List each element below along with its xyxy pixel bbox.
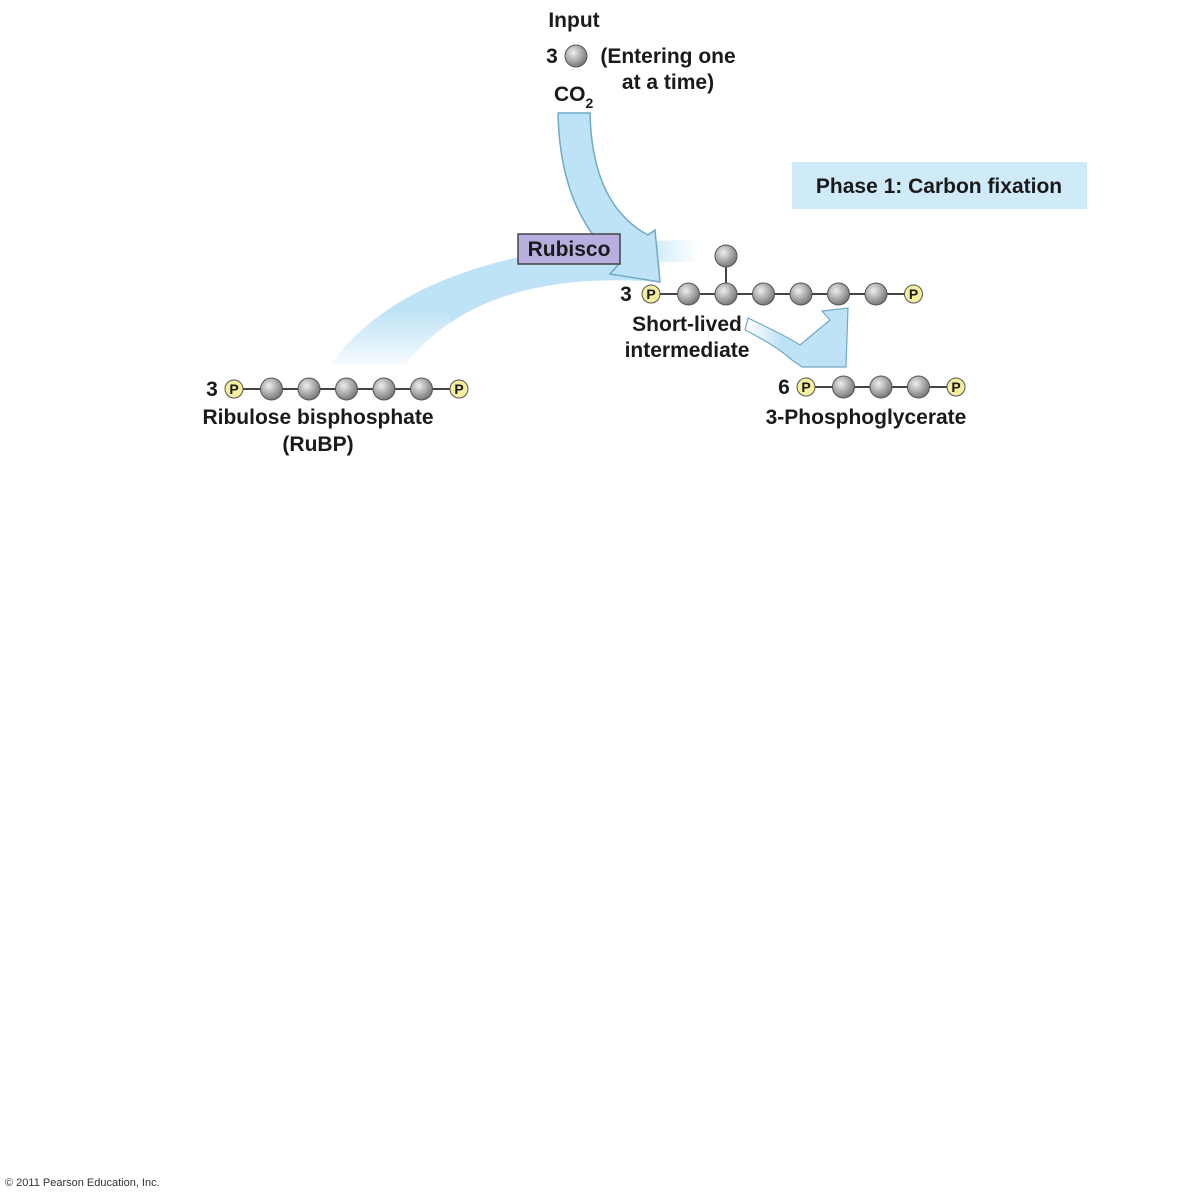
rubp-name-line2: (RuBP) [282,433,353,456]
carbon-atom-icon [907,375,930,399]
phosphate-letter: P [646,286,655,302]
phosphate-icon [904,284,923,304]
carbon-atom-icon [869,375,893,399]
co2-entry-arrow [557,112,661,283]
carbon-atom-icon [864,282,888,306]
intermediate-to-pga-arrow [744,307,849,368]
intermediate-name-line1: Short-lived [632,313,742,336]
intermediate-name-line2: intermediate [625,339,750,362]
carbon-atom-icon [752,282,775,306]
rubisco-label: Rubisco [528,238,611,261]
carbon-atom-icon [335,377,358,401]
intermediate-count: 3 [620,283,632,306]
input-heading: Input [548,9,599,32]
carbon-atom-icon [714,244,738,268]
carbon-atom-icon [410,377,433,401]
pga-name: 3-Phosphoglycerate [766,406,967,429]
carbon-atom-icon [832,375,855,399]
carbon-atom-icon [372,377,396,401]
copyright-notice: © 2011 Pearson Education, Inc. [5,1177,160,1189]
phosphate-letter: P [909,286,918,302]
carbon-atom-icon [789,282,813,306]
phosphate-icon [449,379,469,399]
rubp-count: 3 [206,378,218,401]
input-note-line2: at a time) [622,71,714,94]
input-note-line1: (Entering one [600,45,735,68]
pga-count: 6 [778,376,790,399]
carbon-atom-icon [677,282,700,306]
phosphate-icon [946,377,966,397]
carbon-atom-icon [827,282,850,306]
rubp-name-line1: Ribulose bisphosphate [202,406,433,429]
phosphate-icon [641,284,661,304]
phosphate-letter: P [951,379,960,395]
carbon-atom-icon [297,377,321,401]
phosphate-icon [796,377,816,397]
carbon-atom-icon [260,377,283,401]
carbon-atom-icon [714,282,738,306]
phosphate-letter: P [229,381,238,397]
phosphate-letter: P [801,379,810,395]
phosphate-icon [224,379,244,399]
co2-count: 3 [546,45,558,68]
rubisco-enzyme-box [517,233,621,265]
arc-fade-overlay [300,310,450,368]
co2-carbon-icon [564,44,588,68]
phase-label-box [792,162,1087,209]
phase-label: Phase 1: Carbon fixation [816,175,1062,198]
co2-label: CO2 [554,83,594,111]
phosphate-letter: P [454,381,463,397]
